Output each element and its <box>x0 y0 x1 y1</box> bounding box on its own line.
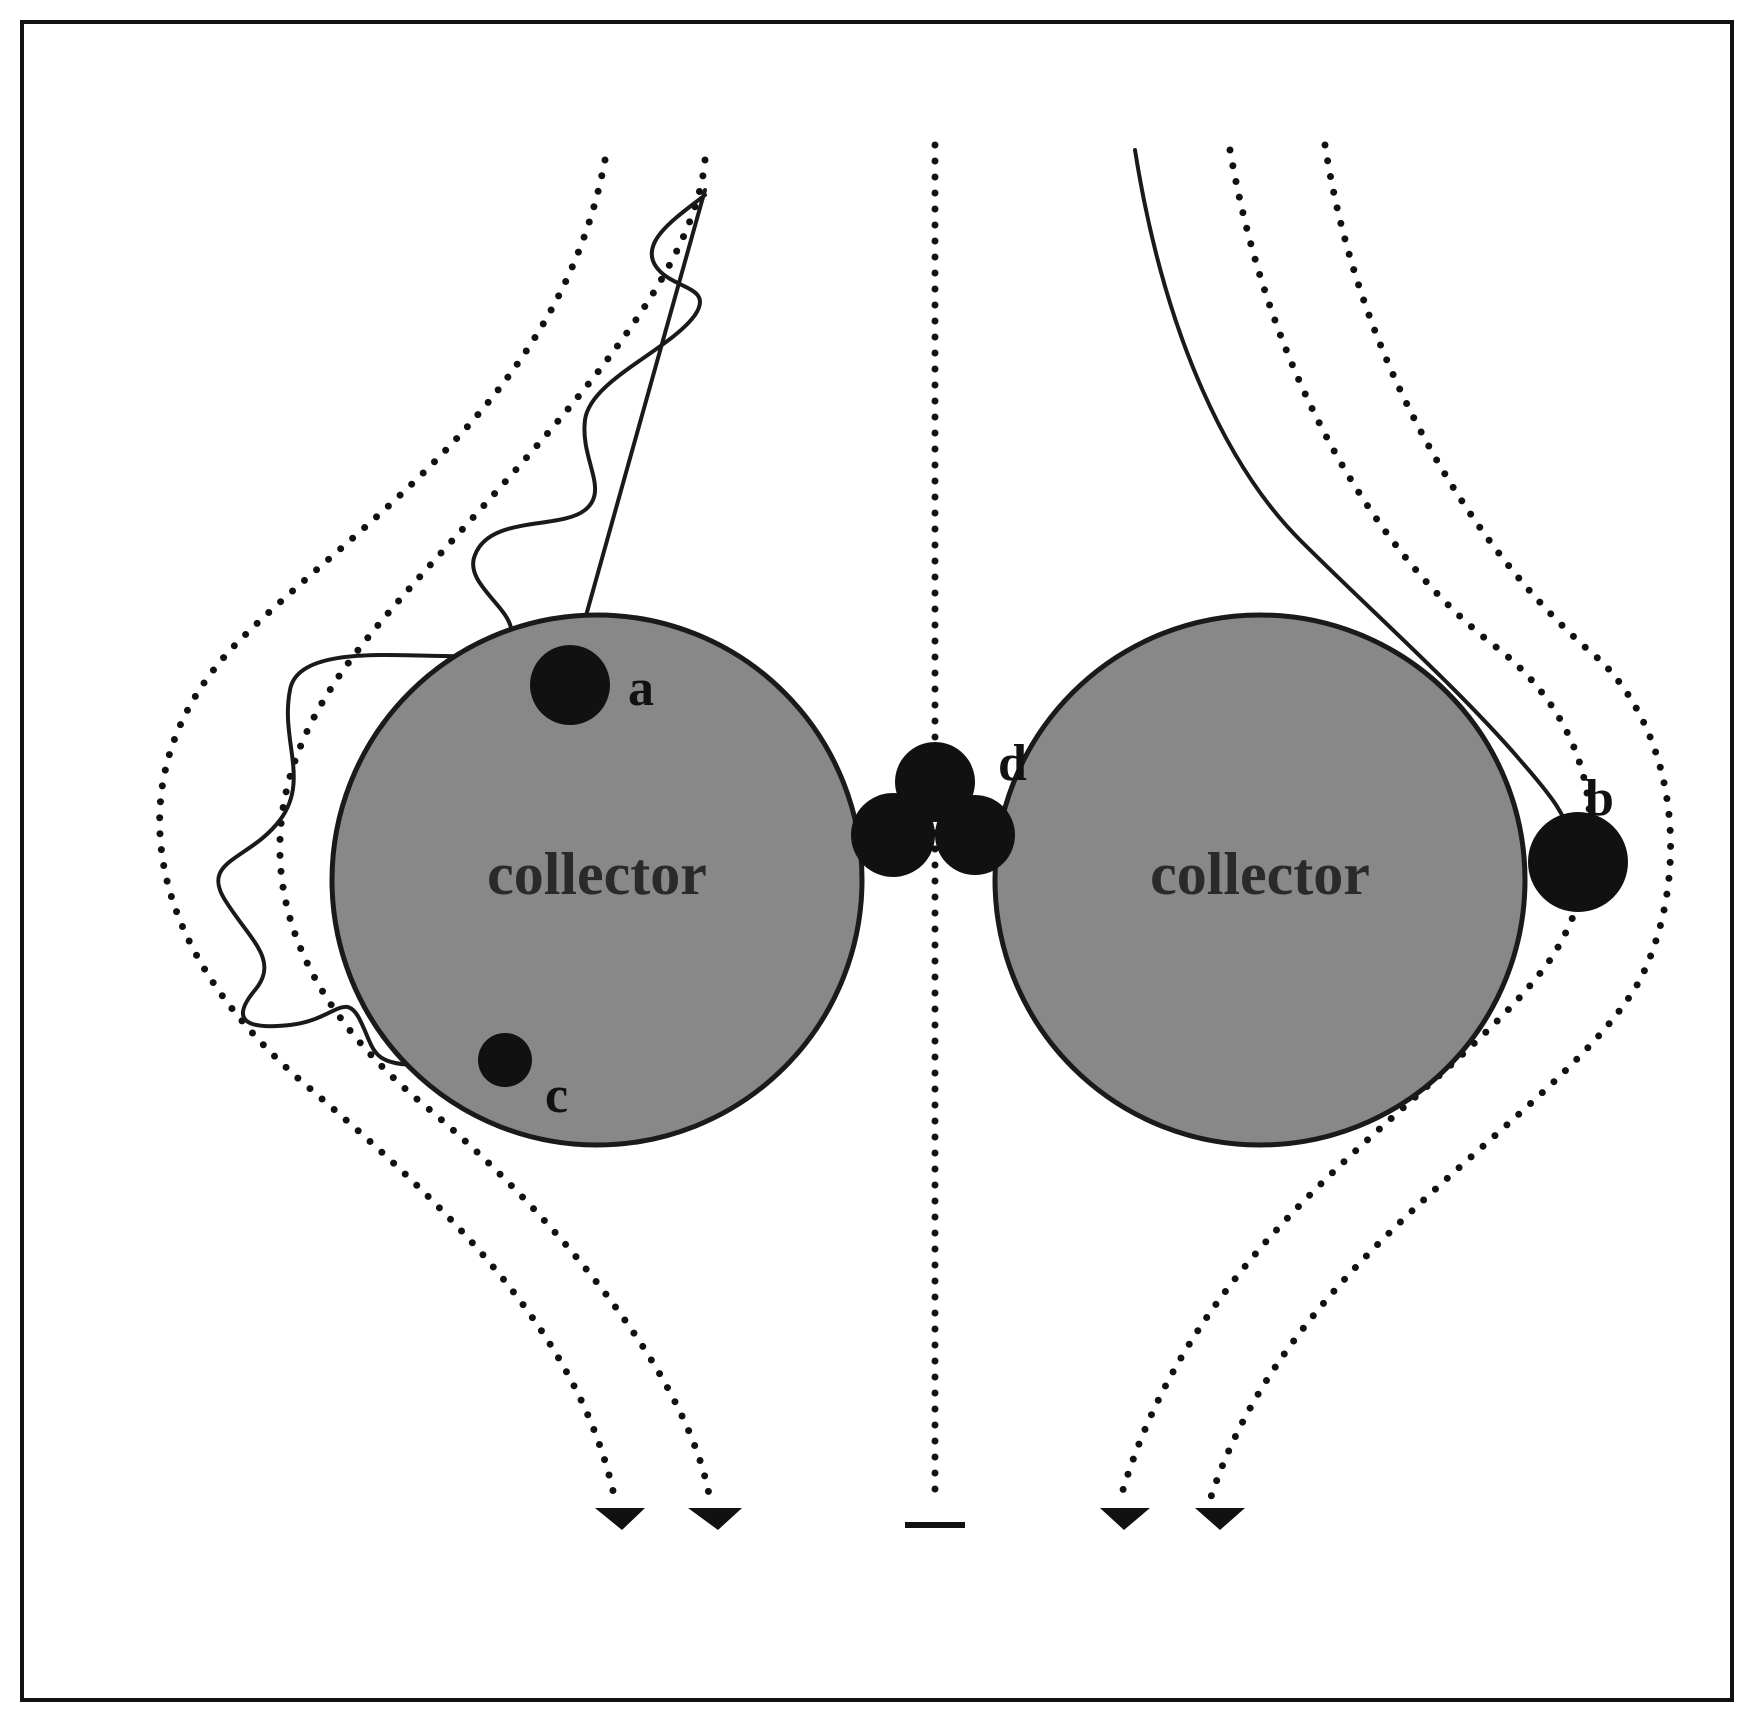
particle-c <box>478 1033 532 1087</box>
arrowhead-center <box>905 1522 965 1528</box>
label-c: c <box>545 1067 568 1124</box>
arrowhead-left-inner <box>688 1508 742 1530</box>
arrowhead-right-outer <box>1195 1508 1245 1530</box>
collector-right-circle <box>992 612 1528 1148</box>
label-b: b <box>1585 770 1614 827</box>
collector-right: collector <box>992 612 1528 1148</box>
collector-left-circle <box>329 612 865 1148</box>
particle-d-top <box>895 742 975 822</box>
trajectory-b <box>1133 148 1574 842</box>
label-a: a <box>628 660 654 717</box>
particle-a <box>530 645 610 725</box>
streamline-left-outer <box>156 156 619 1504</box>
trajectory-c <box>216 193 707 1067</box>
collector-right-label: collector <box>1150 841 1370 907</box>
figure-frame <box>20 20 1734 1702</box>
arrowhead-right-inner <box>1100 1508 1150 1530</box>
collector-left-label: collector <box>487 841 707 907</box>
particle-d-cluster <box>851 742 1015 877</box>
particle-b <box>1528 812 1628 912</box>
trajectory-a <box>573 188 707 657</box>
arrowhead-left-outer <box>595 1508 645 1530</box>
collector-left: collector <box>329 612 865 1148</box>
streamline-right-outer <box>1206 141 1675 1504</box>
label-d: d <box>998 735 1027 792</box>
